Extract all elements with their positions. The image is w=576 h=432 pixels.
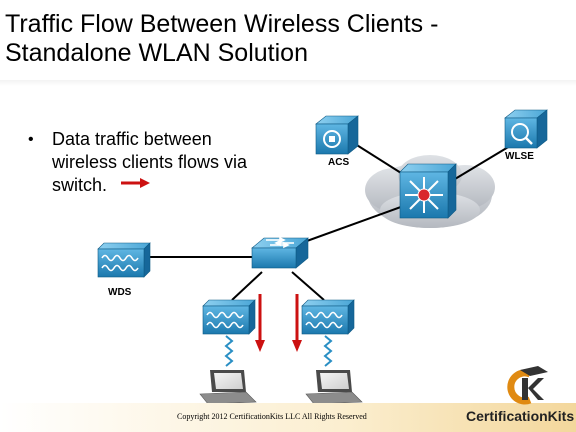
- title-divider: [0, 80, 576, 86]
- bullet-line-3: switch.: [52, 175, 108, 195]
- laptop-right-icon: [305, 370, 363, 405]
- bullet-point: • Data traffic between wireless clients …: [28, 128, 302, 197]
- wds-access-point-icon: [97, 242, 151, 278]
- wlse-label: WLSE: [505, 151, 534, 162]
- traffic-arrow-down-left: [255, 294, 265, 352]
- traffic-arrow-down-right: [292, 294, 302, 352]
- wds-label: WDS: [108, 287, 132, 298]
- logo-text: CertificationKits: [466, 408, 575, 424]
- bullet-text: Data traffic between wireless clients fl…: [52, 128, 302, 197]
- title-line-1: Traffic Flow Between Wireless Clients -: [5, 10, 439, 38]
- bullet-symbol: •: [28, 131, 34, 148]
- switch-icon: [251, 236, 309, 269]
- title-line-2: Standalone WLAN Solution: [5, 39, 308, 67]
- acs-label: ACS: [328, 157, 350, 168]
- bullet-line-1: Data traffic between: [52, 129, 212, 149]
- wlse-server-icon: [504, 109, 548, 149]
- legend-arrow-icon: [121, 178, 150, 188]
- access-point-right-icon: [301, 299, 355, 335]
- copyright-text: Copyright 2012 CertificationKits LLC All…: [177, 412, 367, 421]
- multilayer-switch-icon: [399, 163, 457, 219]
- access-point-left-icon: [202, 299, 256, 335]
- wireless-link-left: [224, 335, 234, 367]
- laptop-left-icon: [199, 370, 257, 405]
- slide-title: Traffic Flow Between Wireless Clients - …: [5, 10, 438, 68]
- acs-server-icon: [315, 115, 359, 155]
- certificationkits-logo-icon: [507, 366, 548, 405]
- bullet-line-2: wireless clients flows via: [52, 152, 248, 172]
- footer-bar: [0, 403, 576, 432]
- wireless-link-right: [323, 335, 333, 367]
